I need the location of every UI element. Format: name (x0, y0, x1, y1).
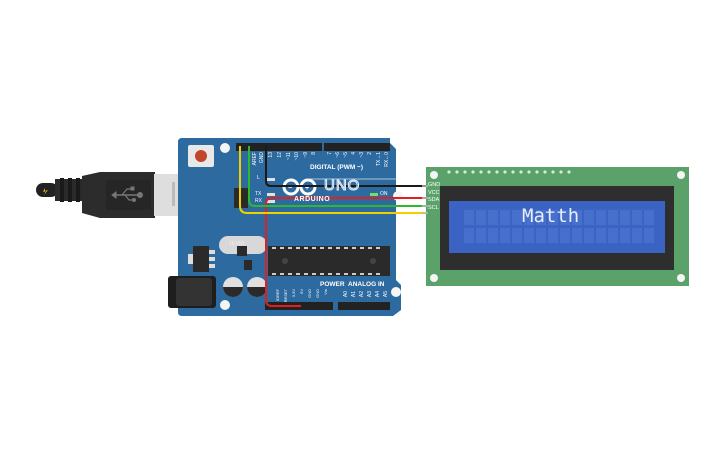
pin-label: RESET (283, 289, 288, 303)
usb-cable[interactable] (36, 172, 184, 218)
pin-label: ~10 (294, 152, 300, 161)
wire-gnd[interactable] (265, 146, 432, 187)
led-l-label: L (257, 175, 260, 181)
wire-sda[interactable] (248, 146, 432, 207)
pin-label: GND (307, 289, 312, 298)
pin-label: RX←0 (384, 152, 390, 167)
pin-label: A2 (359, 291, 365, 298)
usb-icon (111, 186, 143, 202)
pin-label: 7 (327, 152, 333, 155)
pin-label: 3.3V (291, 289, 296, 298)
wire-scl[interactable] (239, 146, 432, 214)
pin-label: ~9 (303, 152, 309, 158)
lcd-pin-gnd[interactable]: GND (428, 182, 441, 188)
pin-label: GND (315, 289, 320, 298)
lcd-pin-sda[interactable]: SDA (428, 197, 440, 203)
lcd-pin-vcc[interactable]: VCC (428, 189, 440, 196)
pin-label: ~11 (286, 152, 292, 161)
pin-label: A0 (343, 291, 349, 298)
pin-label: 13 (268, 152, 274, 158)
led-rx-label: RX (255, 198, 262, 204)
lightning-icon (43, 188, 48, 195)
pin-label: ~5 (343, 152, 349, 158)
pin-label: 8 (311, 152, 317, 155)
svg-text:+: + (305, 185, 309, 192)
crystal-label: 16.000 (229, 241, 245, 247)
arduino-brand-label: ARDUINO (294, 196, 331, 203)
pin-label: AREF (252, 152, 258, 166)
pin-label: GND (259, 152, 265, 164)
pin-label: 2 (367, 152, 373, 155)
arduino-uno-board[interactable]: − + (168, 138, 403, 316)
arduino-model-label: UNO (323, 177, 361, 195)
pin-label: A3 (367, 291, 373, 298)
power-header-label: POWER (320, 281, 345, 288)
lcd-pin-scl[interactable]: SCL (428, 204, 439, 211)
lcd-pin-labels: GND VCC SDA SCL (428, 182, 440, 212)
pin-label: Vin (323, 289, 328, 295)
wire-vcc[interactable] (265, 197, 432, 307)
led-tx-label: TX (255, 191, 262, 197)
pin-label: A5 (383, 291, 389, 298)
svg-text:−: − (288, 185, 292, 192)
pin-label: A1 (351, 291, 357, 298)
pin-label: 5V (299, 289, 304, 294)
pin-label: IOREF (275, 289, 280, 302)
pin-label: 4 (351, 152, 357, 155)
pin-label: A4 (375, 291, 381, 298)
digital-header-label: DIGITAL (PWM ~) (310, 164, 364, 171)
led-on-label: ON (380, 191, 388, 197)
lcd-character-grid (464, 210, 654, 243)
pin-label: ~6 (335, 152, 341, 158)
lcd-display-text: Matth (522, 205, 580, 227)
pin-label: 12 (277, 152, 283, 158)
lcd-module[interactable] (422, 167, 689, 286)
pin-label: ~3 (359, 152, 365, 158)
pin-label: TX→1 (376, 152, 382, 167)
analog-header-label: ANALOG IN (348, 281, 385, 288)
